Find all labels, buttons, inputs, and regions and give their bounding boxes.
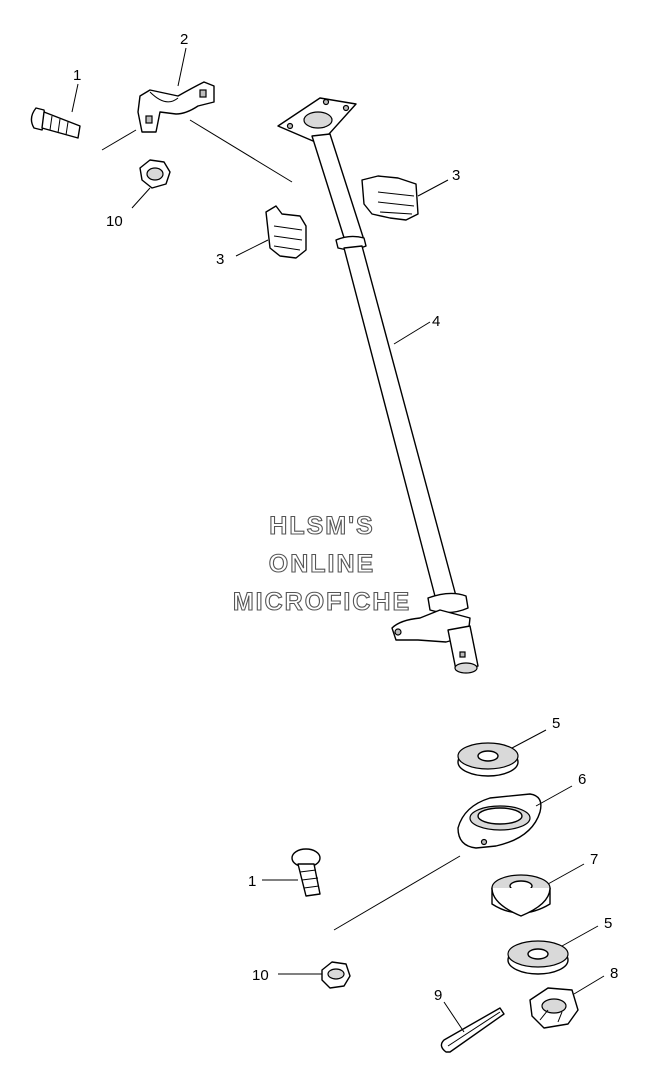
watermark-line-1: HLSM'S (269, 512, 374, 540)
callout-5-upper: 5 (552, 715, 560, 732)
callout-3-right: 3 (452, 167, 460, 184)
steering-column-part (277, 97, 479, 674)
flange-nut-lower-part (321, 961, 351, 989)
carriage-bolt-part (30, 107, 81, 139)
callout-9: 9 (434, 987, 442, 1004)
callout-3-left: 3 (216, 251, 224, 268)
carriage-bolt-lower-part (291, 848, 321, 897)
bushing-left-part (265, 205, 307, 259)
callout-7: 7 (590, 851, 598, 868)
spacer-part (491, 874, 551, 917)
washer-lower-part (507, 940, 569, 975)
callout-2: 2 (180, 31, 188, 48)
callout-10-upper: 10 (106, 213, 123, 230)
column-clamp-part (137, 81, 215, 133)
watermark-line-3: MICROFICHE (233, 588, 411, 616)
bearing-flange-part (457, 793, 542, 849)
watermark-line-2: ONLINE (269, 550, 375, 578)
callout-6: 6 (578, 771, 586, 788)
callout-8: 8 (610, 965, 618, 982)
castle-nut-part (529, 987, 579, 1029)
callout-4: 4 (432, 313, 440, 330)
flange-nut-upper-part (139, 159, 171, 189)
washer-upper-part (457, 742, 519, 777)
callout-10-lower: 10 (252, 967, 269, 984)
bushing-right-part (361, 175, 419, 221)
cotter-pin-part (440, 1007, 505, 1053)
callout-1-lower: 1 (248, 873, 256, 890)
callout-1-upper: 1 (73, 67, 81, 84)
callout-5-lower: 5 (604, 915, 612, 932)
